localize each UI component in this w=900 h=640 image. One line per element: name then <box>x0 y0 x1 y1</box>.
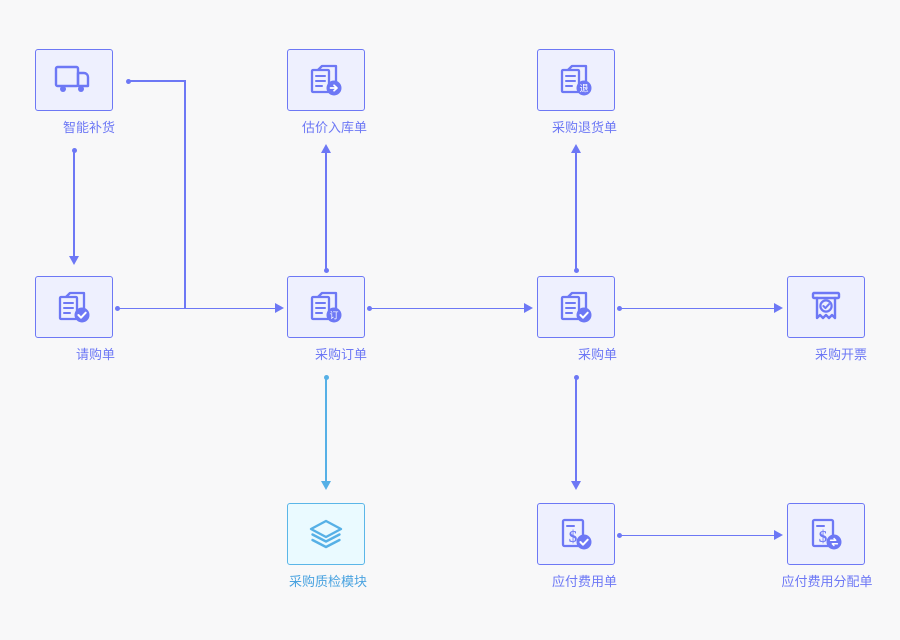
node-quality-inspection-labelwrap: 采购质检模块 <box>287 565 367 591</box>
node-purchase-invoice-label: 采购开票 <box>814 347 867 362</box>
node-valuation-receipt-box[interactable] <box>287 49 365 111</box>
node-purchase-bill-labelwrap: 采购单 <box>537 338 617 364</box>
edge-replenish-to-order-source-dot <box>126 78 131 84</box>
node-requisition-label: 请购单 <box>75 347 115 362</box>
node-payable-allocation-labelwrap: 应付费用分配单 <box>781 565 872 591</box>
edge-order-to-valuation-arrowhead <box>321 144 331 153</box>
edge-bill-to-invoice-arrowhead <box>774 303 783 314</box>
edge-order-to-bill-arrowhead <box>524 303 533 314</box>
edge-bill-to-return-line <box>575 152 577 270</box>
node-purchase-order-labelwrap: 采购订单 <box>287 338 367 364</box>
node-quality-inspection-label: 采购质检模块 <box>288 574 367 589</box>
edge-bill-to-payable-source-dot <box>573 375 579 380</box>
node-quality-inspection[interactable]: 采购质检模块 <box>287 503 367 591</box>
edge-bill-to-payable-line <box>575 378 577 482</box>
money-document-check-icon: $ <box>561 518 592 550</box>
edge-bill-to-invoice-source-dot <box>617 306 622 311</box>
document-return-icon: 退 <box>560 64 592 96</box>
node-smart-replenishment[interactable]: 智能补货 <box>35 49 115 137</box>
node-payable-expense-box[interactable]: $ <box>537 503 615 565</box>
edge-requisition-to-order-arrowhead <box>275 303 284 314</box>
layers-icon <box>309 519 343 549</box>
edge-bill-to-payable-arrowhead <box>571 481 581 490</box>
node-valuation-receipt-label: 估价入库单 <box>301 120 367 135</box>
svg-text:$: $ <box>819 527 828 546</box>
node-payable-allocation[interactable]: $ 应付费用分配单 <box>781 503 873 591</box>
edge-replenish-to-order-vertical-segment <box>184 80 186 309</box>
node-payable-allocation-box[interactable]: $ <box>787 503 865 565</box>
node-purchase-return-box[interactable]: 退 <box>537 49 615 111</box>
edge-requisition-to-order-source-dot <box>115 306 120 311</box>
edge-requisition-to-order-line <box>118 307 276 310</box>
node-payable-expense[interactable]: $ 应付费用单 <box>537 503 617 591</box>
edge-bill-to-invoice-line <box>620 307 775 310</box>
edge-bill-to-return-arrowhead <box>571 144 581 153</box>
edge-order-to-valuation-source-dot <box>323 268 329 273</box>
edge-replenish-to-requisition-arrowhead <box>69 256 79 265</box>
node-payable-expense-labelwrap: 应付费用单 <box>537 565 617 591</box>
document-check-icon <box>560 291 592 323</box>
edge-payable-to-allocation-arrowhead <box>774 530 783 541</box>
edge-order-to-quality-source-dot <box>323 375 329 380</box>
truck-icon <box>54 65 90 92</box>
edge-order-to-valuation-line <box>325 152 327 270</box>
node-purchase-invoice[interactable]: 采购开票 <box>787 276 867 364</box>
node-purchase-invoice-box[interactable] <box>787 276 865 338</box>
node-smart-replenishment-label: 智能补货 <box>62 120 115 135</box>
svg-text:订: 订 <box>329 310 338 320</box>
money-document-swap-icon: $ <box>811 518 842 550</box>
node-purchase-bill[interactable]: 采购单 <box>537 276 617 364</box>
svg-text:$: $ <box>569 527 578 546</box>
edge-order-to-quality-arrowhead <box>321 481 331 490</box>
node-valuation-receipt[interactable]: 估价入库单 <box>287 49 367 137</box>
node-payable-expense-label: 应付费用单 <box>551 574 617 589</box>
document-order-icon: 订 <box>310 291 342 323</box>
document-arrow-icon <box>310 64 342 96</box>
node-purchase-order[interactable]: 订 采购订单 <box>287 276 367 364</box>
node-purchase-bill-box[interactable] <box>537 276 615 338</box>
edge-replenish-to-requisition-line <box>73 151 75 257</box>
edge-replenish-to-requisition-source-dot <box>71 148 77 153</box>
edge-bill-to-return-source-dot <box>573 268 579 273</box>
node-purchase-order-label: 采购订单 <box>314 347 367 362</box>
edge-replenish-to-order-horizontal-segment <box>129 80 186 82</box>
node-purchase-bill-label: 采购单 <box>577 347 617 362</box>
edge-payable-to-allocation-line <box>620 534 775 537</box>
node-smart-replenishment-box[interactable] <box>35 49 113 111</box>
node-requisition[interactable]: 请购单 <box>35 276 115 364</box>
node-purchase-return-labelwrap: 采购退货单 <box>537 111 617 137</box>
node-purchase-return[interactable]: 退 采购退货单 <box>537 49 617 137</box>
node-requisition-box[interactable] <box>35 276 113 338</box>
node-valuation-receipt-labelwrap: 估价入库单 <box>287 111 367 137</box>
node-requisition-labelwrap: 请购单 <box>35 338 115 364</box>
node-payable-allocation-label: 应付费用分配单 <box>781 574 873 589</box>
invoice-check-icon <box>811 291 841 320</box>
svg-text:退: 退 <box>579 83 588 93</box>
edge-order-to-bill-source-dot <box>367 306 372 311</box>
edge-order-to-bill-line <box>370 307 525 310</box>
node-purchase-return-label: 采购退货单 <box>551 120 617 135</box>
node-smart-replenishment-labelwrap: 智能补货 <box>35 111 115 137</box>
edge-order-to-quality-line <box>325 378 327 482</box>
node-quality-inspection-box[interactable] <box>287 503 365 565</box>
node-purchase-order-box[interactable]: 订 <box>287 276 365 338</box>
node-purchase-invoice-labelwrap: 采购开票 <box>787 338 867 364</box>
edge-payable-to-allocation-source-dot <box>617 533 622 538</box>
document-check-icon <box>58 291 90 323</box>
